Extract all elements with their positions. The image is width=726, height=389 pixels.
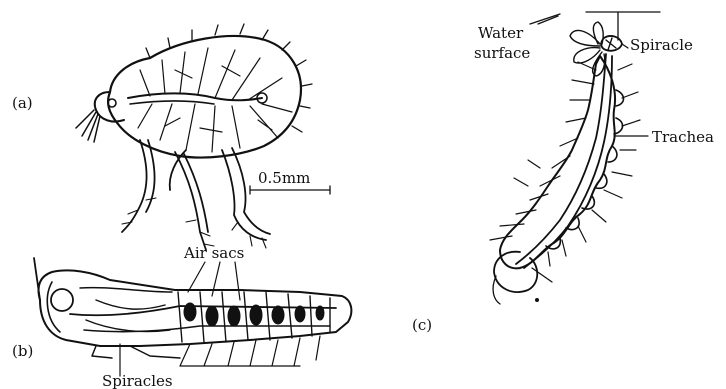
panel-b-grasshopper: (b) Air sacs — [12, 244, 351, 389]
larva-hairs — [490, 62, 640, 266]
panel-c-larva: (c) Water surface Spiracle Trachea — [412, 12, 714, 334]
flea-tracheal-branches — [138, 48, 292, 152]
larva-trachea-right — [524, 56, 612, 268]
spiracles-label: Spiracles — [102, 372, 173, 389]
scale-bar — [250, 186, 330, 194]
trachea-label: Trachea — [652, 128, 714, 146]
larva-head — [494, 252, 537, 292]
panel-a-flea: (a) — [12, 24, 330, 250]
scale-label: 0.5mm — [258, 169, 310, 187]
spiracle-label: Spiracle — [630, 36, 693, 54]
panel-a-label: (a) — [12, 94, 33, 112]
larva-tail-papillae — [570, 22, 605, 76]
flea-tracheal-trunk — [128, 94, 262, 101]
grasshopper-antenna — [34, 258, 40, 300]
flea-mouthparts — [76, 110, 100, 142]
air-sacs-leaders — [188, 262, 240, 300]
grasshopper-eye — [51, 289, 73, 311]
panel-b-label: (b) — [12, 342, 33, 360]
panel-c-label: (c) — [412, 316, 432, 334]
stray-dot — [536, 299, 539, 302]
grasshopper-trachea-lower — [84, 326, 330, 332]
flea-spines — [146, 24, 312, 132]
larva-segments — [546, 90, 624, 249]
water-surface-label-line1: Water — [478, 24, 524, 42]
air-sacs-label: Air sacs — [183, 244, 244, 262]
water-surface-label-line2: surface — [474, 44, 530, 62]
larva-body-outline — [500, 56, 615, 268]
